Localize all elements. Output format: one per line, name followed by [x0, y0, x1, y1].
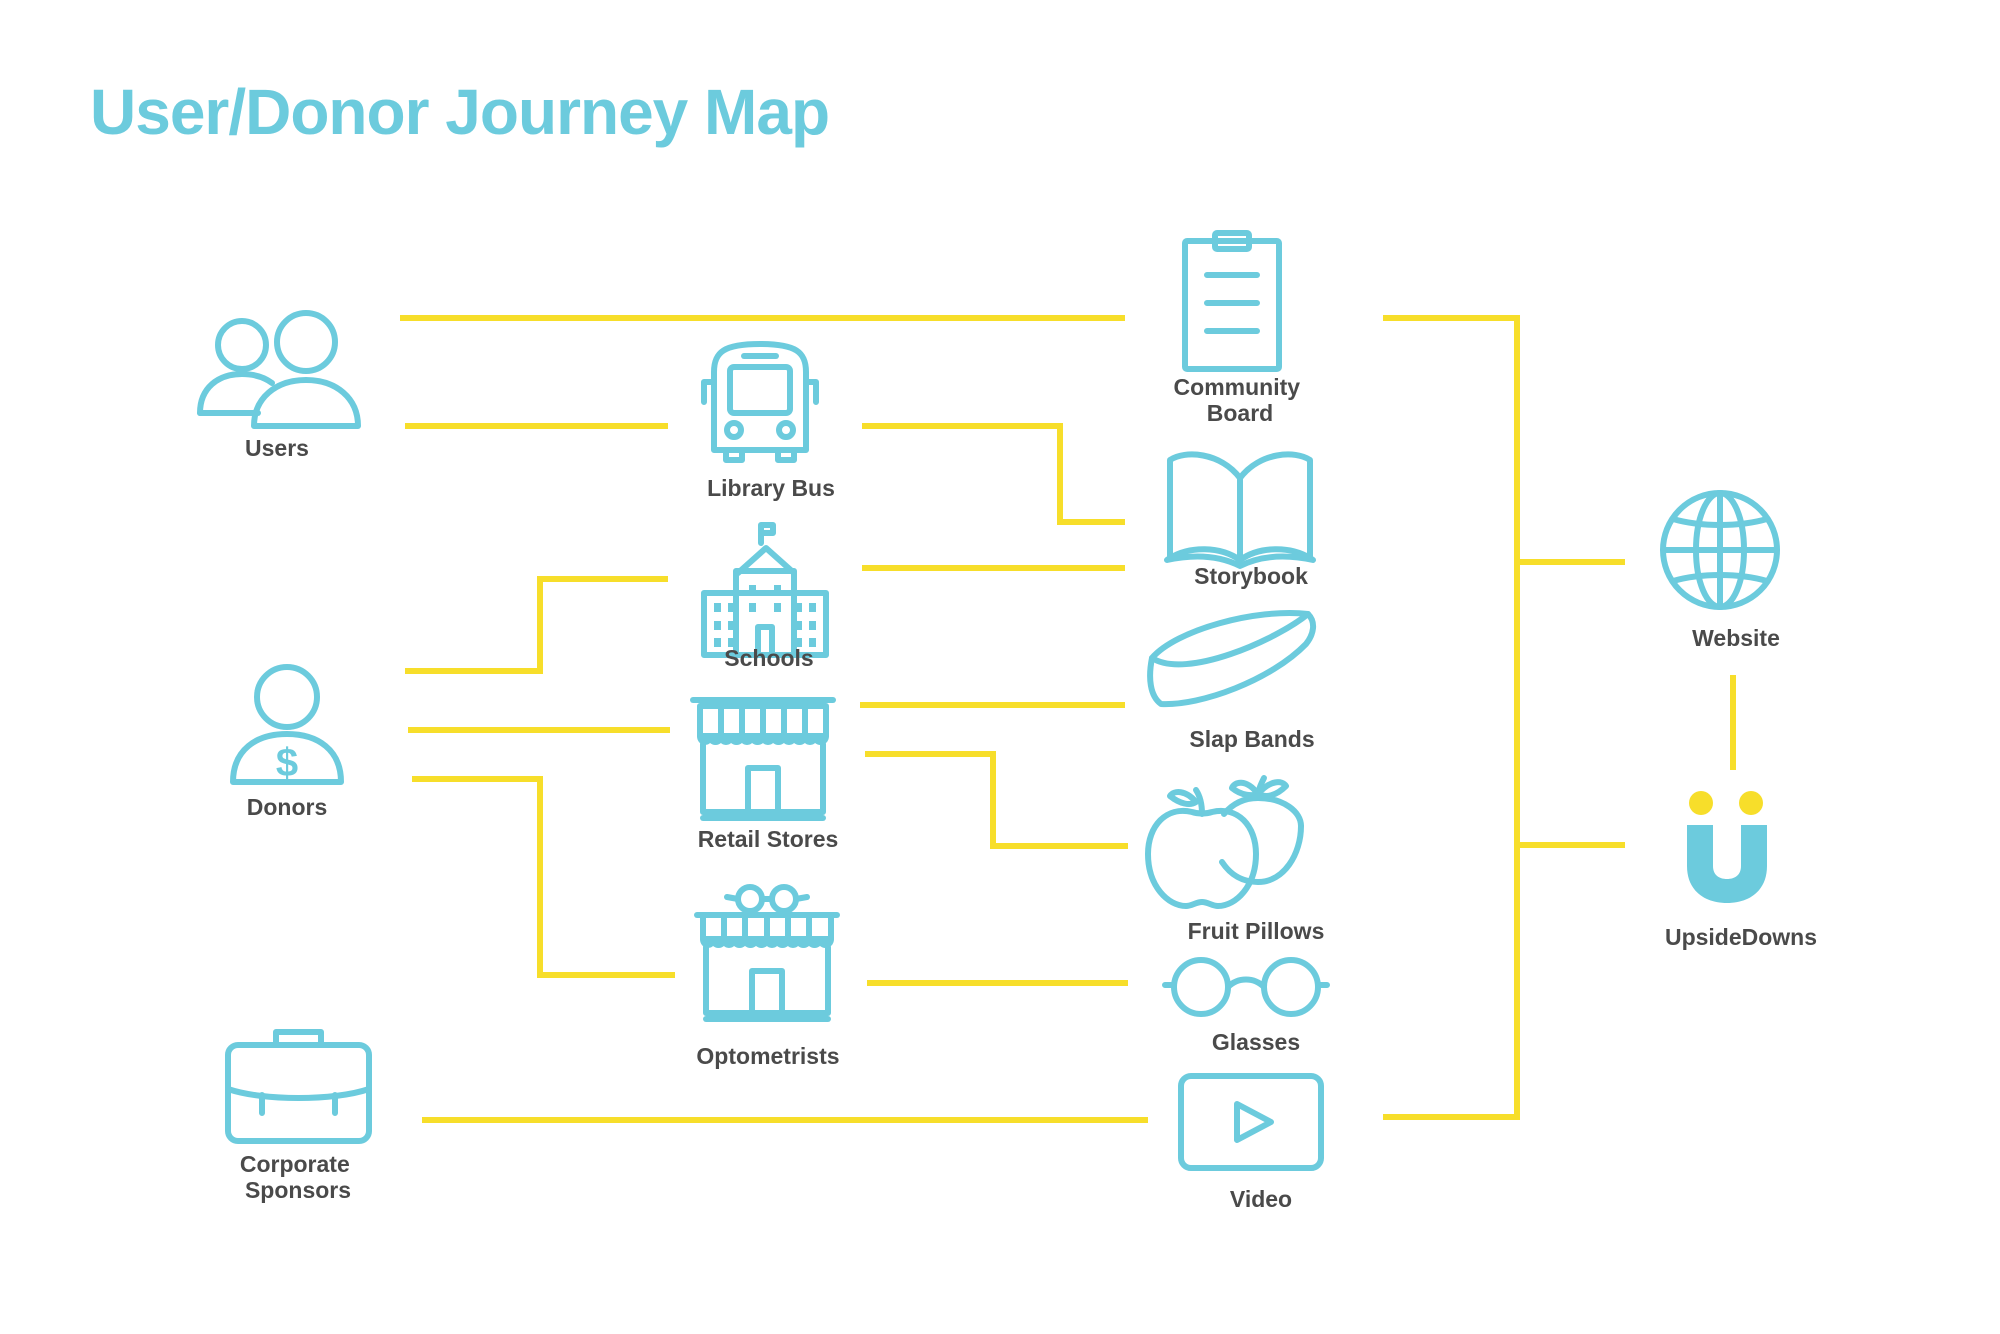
- connector-donors-schools: [405, 576, 668, 674]
- connector-library-bus-storybook: [862, 423, 1125, 525]
- book-icon: [1164, 451, 1316, 569]
- node-label-glasses: Glasses: [1212, 1029, 1300, 1055]
- briefcase-icon: [225, 1029, 372, 1144]
- users-icon: [197, 310, 361, 429]
- node-label-upsidedowns: UpsideDowns: [1665, 924, 1817, 950]
- node-label-website: Website: [1692, 625, 1780, 651]
- dollar-sign-icon: $: [276, 741, 298, 785]
- storefront-icon: [690, 697, 836, 821]
- connector-retail-stores-fruit-pillows: [865, 751, 1128, 849]
- optometrist-icon: [694, 884, 840, 1022]
- donor-icon: $: [230, 664, 344, 785]
- icons: $: [197, 230, 1780, 1171]
- node-label-schools: Schools: [724, 645, 813, 671]
- connector-donors-optometrists: [412, 776, 675, 978]
- clipboard-icon: [1182, 230, 1282, 372]
- connector-bracket-right: [1383, 315, 1520, 1120]
- bus-icon: [701, 341, 819, 463]
- upsidedowns-logo-icon: [1687, 791, 1767, 903]
- node-label-donors: Donors: [247, 794, 328, 820]
- node-label-fruit-pillows: Fruit Pillows: [1188, 918, 1325, 944]
- node-label-community-board: Community Board: [1174, 374, 1307, 426]
- node-label-video: Video: [1230, 1186, 1292, 1212]
- fruit-icon: [1145, 775, 1304, 909]
- node-label-slap-bands: Slap Bands: [1189, 726, 1314, 752]
- node-label-optometrists: Optometrists: [696, 1043, 839, 1069]
- video-play-icon: [1178, 1073, 1324, 1171]
- school-icon: [701, 522, 829, 658]
- slap-band-icon: [1147, 610, 1316, 708]
- node-label-users: Users: [245, 435, 309, 461]
- globe-icon: [1660, 490, 1780, 610]
- glasses-icon: [1162, 957, 1330, 1017]
- node-label-library-bus: Library Bus: [707, 475, 835, 501]
- node-label-storybook: Storybook: [1194, 563, 1308, 589]
- node-label-retail-stores: Retail Stores: [698, 826, 839, 852]
- page-title: User/Donor Journey Map: [90, 76, 830, 148]
- labels: Users Donors Corporate Sponsors Library …: [240, 374, 1817, 1212]
- connectors: [400, 315, 1736, 1123]
- node-label-corporate-sponsors: Corporate Sponsors: [240, 1151, 356, 1203]
